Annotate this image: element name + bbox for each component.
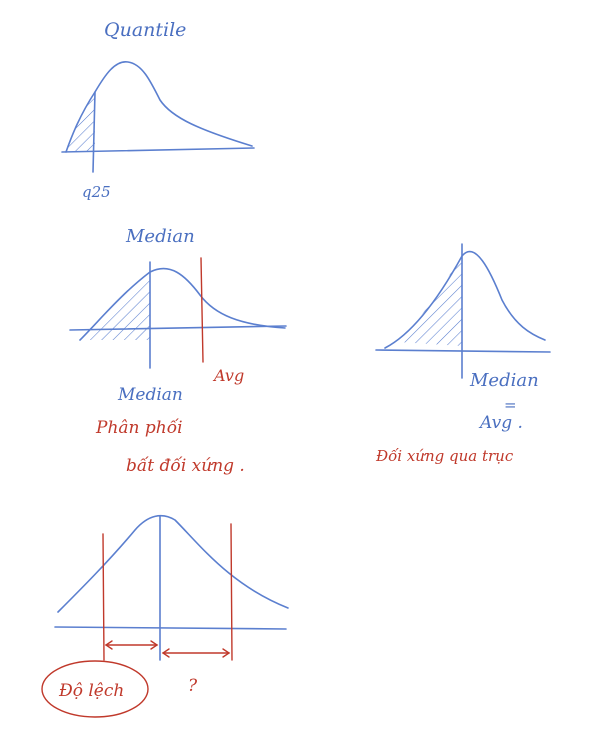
deviation-label-circle [41,660,149,718]
symmetric-note: Đối xứng qua trục [375,447,514,465]
deviation-left-arrow-heads [104,640,159,650]
median-skewed-axis [69,325,287,331]
asymmetric-note-line1: Phân phối [95,418,183,438]
median-skewed-avg-line [200,257,204,363]
symmetric-avg-label: Avg . [478,413,523,433]
deviation-left-line [102,533,105,661]
deviation-right-arrow-heads [161,648,231,658]
median-label: Median [117,385,183,405]
deviation-axis [54,626,287,630]
symmetric-equals-label: = [504,396,517,414]
asymmetric-note-line2: bất đối xứng . [126,456,245,476]
deviation-question-mark: ? [188,676,198,696]
symmetric-sketch: Median = Avg . Đối xứng qua trục [375,243,551,465]
quantile-cut-label: q25 [82,183,111,201]
symmetric-axis [375,349,551,353]
deviation-label: Độ lệch [58,681,124,701]
symmetric-median-label: Median [469,370,539,391]
quantile-sketch: Quantile q25 [61,19,255,201]
median-title: Median [125,226,195,247]
deviation-sketch: ? Độ lệch [41,514,289,718]
quantile-curve [65,61,253,153]
symmetric-shaded-area [398,256,462,346]
symmetric-curve [384,250,546,349]
median-skewed-curve [79,267,286,341]
deviation-right-line [230,523,233,661]
avg-label: Avg [212,366,244,385]
median-shaded-area [80,272,150,340]
deviation-curve [57,514,289,613]
median-skewed-sketch: Median Avg Median Phân phối bất đối xứng… [69,226,287,476]
quantile-cut-line [92,91,96,173]
quantile-title: Quantile [104,19,186,41]
quantile-shaded-area [66,92,95,152]
